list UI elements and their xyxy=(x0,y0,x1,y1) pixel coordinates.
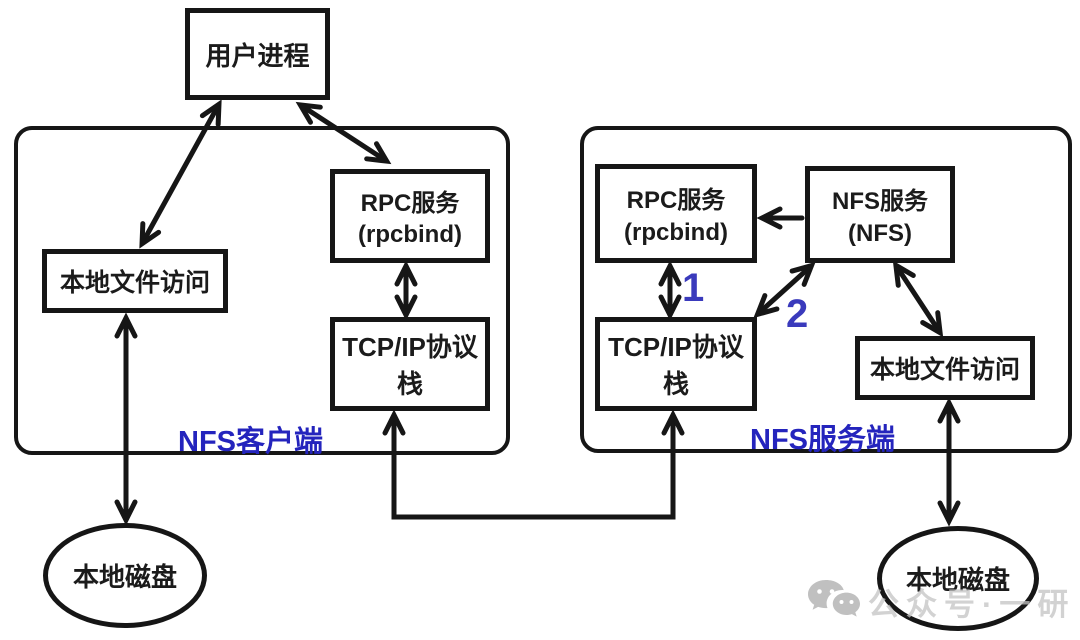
client-zone-label: NFS客户端 xyxy=(178,426,324,458)
client-local-disk: 本地磁盘 xyxy=(43,523,207,628)
node-client-local-file-label: 本地文件访问 xyxy=(59,269,210,297)
node-client-tcpip-label: TCP/IP协议栈 xyxy=(342,332,478,399)
server-zone-label: NFS服务端 xyxy=(750,424,896,456)
server-local-disk-label: 本地磁盘 xyxy=(905,565,1010,595)
node-server-tcpip: TCP/IP协议栈 xyxy=(595,317,757,411)
node-client-rpc-line1: RPC服务 xyxy=(360,190,460,217)
node-user-process: 用户进程 xyxy=(185,8,330,100)
node-server-rpc-line2: (rpcbind) xyxy=(624,219,728,247)
node-server-rpc-line1: RPC服务 xyxy=(626,186,726,214)
node-client-rpc-line2: (rpcbind) xyxy=(358,221,462,248)
client-local-disk-label: 本地磁盘 xyxy=(72,562,177,592)
nfs-client-container xyxy=(14,126,510,455)
watermark: 公众号·一研 xyxy=(806,578,1075,624)
node-server-rpc: RPC服务 (rpcbind) xyxy=(595,164,757,263)
node-client-local-file: 本地文件访问 xyxy=(42,249,228,313)
nfs-server-container xyxy=(580,126,1072,453)
node-server-nfs: NFS服务 (NFS) xyxy=(805,166,955,263)
node-server-nfs-line2: (NFS) xyxy=(848,220,912,247)
wechat-icon xyxy=(808,580,860,617)
node-user-process-label: 用户进程 xyxy=(205,40,310,71)
node-server-tcpip-label: TCP/IP协议栈 xyxy=(608,332,744,399)
step-number-2: 2 xyxy=(786,292,809,336)
node-server-nfs-line1: NFS服务 xyxy=(832,188,928,215)
node-server-local-file: 本地文件访问 xyxy=(855,336,1035,400)
node-server-local-file-label: 本地文件访问 xyxy=(869,356,1020,384)
server-local-disk: 本地磁盘 xyxy=(877,526,1039,631)
step-number-1: 1 xyxy=(682,266,705,310)
node-client-tcpip: TCP/IP协议栈 xyxy=(330,317,490,411)
node-client-rpc: RPC服务 (rpcbind) xyxy=(330,169,490,263)
watermark-text: 公众号·一研 xyxy=(868,586,1076,622)
